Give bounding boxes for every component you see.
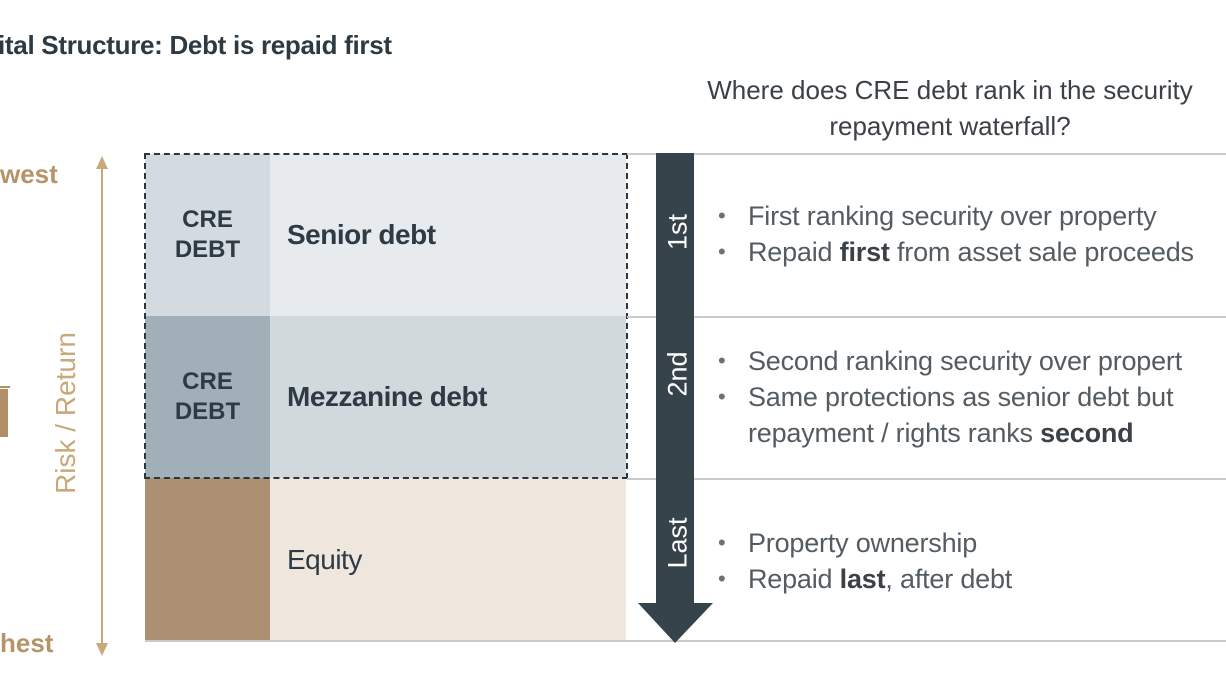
equity-bullets: Property ownership Repaid last, after de… xyxy=(716,525,1226,597)
left-edge-fragment-top xyxy=(0,386,10,388)
list-item: Repaid first from asset sale proceeds xyxy=(716,234,1226,270)
axis-bottom-label: hest xyxy=(0,628,54,658)
senior-debt-name: Senior debt xyxy=(270,154,626,316)
waterfall-question: Where does CRE debt rank in the security… xyxy=(707,75,1193,141)
row-divider-1 xyxy=(627,316,1226,318)
row-divider-bottom xyxy=(145,640,1226,642)
axis-label-risk-return: Risk / Return xyxy=(50,332,81,494)
rank-label-second: 2nd xyxy=(662,351,693,397)
repayment-order-arrow xyxy=(638,153,713,643)
axis-top-label: west xyxy=(0,159,58,189)
mezzanine-debt-name: Mezzanine debt xyxy=(270,316,626,478)
list-item: Property ownership xyxy=(716,525,1226,561)
rank-label-last: Last xyxy=(662,517,693,569)
list-item: Repaid last, after debt xyxy=(716,561,1226,597)
page-title: ital Structure: Debt is repaid first xyxy=(0,30,392,60)
list-item: Second ranking security over propert xyxy=(716,343,1226,379)
row-divider-2 xyxy=(627,478,1226,480)
equity-name: Equity xyxy=(270,478,626,641)
list-item: First ranking security over property xyxy=(716,198,1226,234)
left-edge-fragment xyxy=(0,389,8,437)
senior-debt-bullets: First ranking security over property Rep… xyxy=(716,198,1226,270)
list-item-continuation: repayment / rights ranks second xyxy=(748,418,1134,448)
rank-label-first: 1st xyxy=(662,213,693,251)
risk-return-double-arrow xyxy=(96,156,108,656)
equity-color-block xyxy=(145,478,270,641)
mezzanine-debt-bullets: Second ranking security over propert Sam… xyxy=(716,343,1226,451)
row-divider-top xyxy=(627,153,1226,155)
list-item: Same protections as senior debt but xyxy=(716,379,1226,415)
